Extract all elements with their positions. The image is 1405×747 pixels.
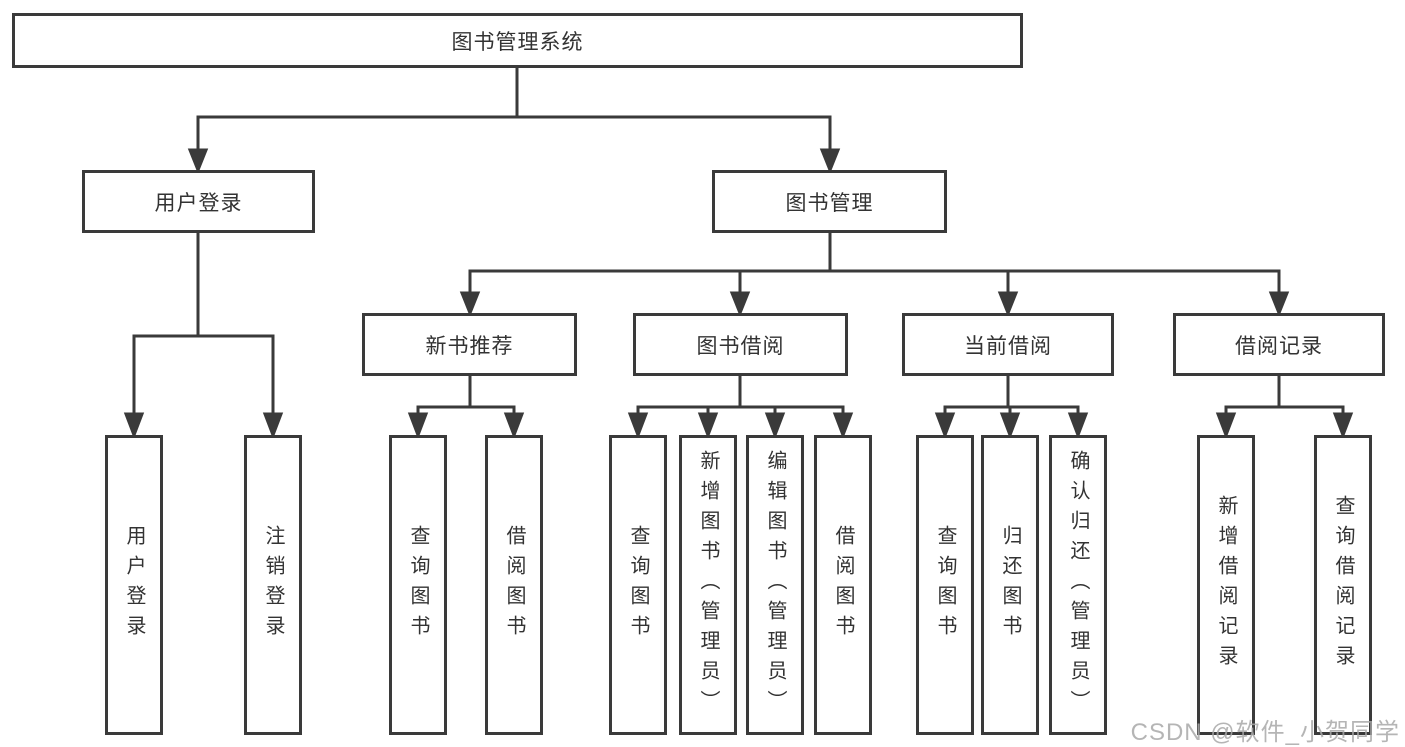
arrowhead bbox=[187, 148, 209, 175]
leaf-borrow-books-recommend: 借阅图书 bbox=[485, 435, 543, 735]
leaf-edit-book-admin: 编辑图书（管理员） bbox=[746, 435, 804, 735]
connector-user-login-to-leaves bbox=[123, 233, 284, 440]
node-current-borrowing: 当前借阅 bbox=[902, 313, 1114, 376]
node-book-management: 图书管理 bbox=[712, 170, 947, 233]
node-new-book-recommend: 新书推荐 bbox=[362, 313, 577, 376]
connector-new-book-recommend-to-leaves bbox=[407, 376, 525, 440]
leaf-add-borrow-record: 新增借阅记录 bbox=[1197, 435, 1255, 735]
leaf-query-books-borrowing: 查询图书 bbox=[609, 435, 667, 735]
connector-current-borrowing-to-leaves bbox=[934, 376, 1089, 440]
node-user-login: 用户登录 bbox=[82, 170, 315, 233]
leaf-user-login: 用户登录 bbox=[105, 435, 163, 735]
arrowhead bbox=[697, 412, 719, 440]
arrowhead bbox=[729, 291, 751, 318]
csdn-watermark: CSDN @软件_小贺同学 bbox=[1130, 719, 1400, 746]
leaf-borrow-books: 借阅图书 bbox=[814, 435, 872, 735]
arrowhead bbox=[123, 412, 145, 440]
node-book-borrowing: 图书借阅 bbox=[633, 313, 848, 376]
leaf-query-borrow-record: 查询借阅记录 bbox=[1314, 435, 1372, 735]
connector-borrowing-records-to-leaves bbox=[1215, 376, 1354, 440]
arrowhead bbox=[819, 148, 841, 175]
node-borrowing-records: 借阅记录 bbox=[1173, 313, 1385, 376]
arrowhead bbox=[764, 412, 786, 440]
arrowhead bbox=[999, 412, 1021, 440]
leaf-add-book-admin: 新增图书（管理员） bbox=[679, 435, 737, 735]
connector-book-borrowing-to-leaves bbox=[627, 376, 854, 440]
arrowhead bbox=[934, 412, 956, 440]
leaf-return-books: 归还图书 bbox=[981, 435, 1039, 735]
arrowhead bbox=[459, 291, 481, 318]
arrowhead bbox=[997, 291, 1019, 318]
arrowhead bbox=[1332, 412, 1354, 440]
leaf-logout: 注销登录 bbox=[244, 435, 302, 735]
arrowhead bbox=[262, 412, 284, 440]
arrowhead bbox=[1268, 291, 1290, 318]
connector-book-management-to-level3 bbox=[459, 233, 1290, 318]
arrowhead bbox=[503, 412, 525, 440]
arrowhead bbox=[1215, 412, 1237, 440]
arrowhead bbox=[1067, 412, 1089, 440]
arrowhead bbox=[832, 412, 854, 440]
leaf-confirm-return-admin: 确认归还（管理员） bbox=[1049, 435, 1107, 735]
leaf-query-books-recommend: 查询图书 bbox=[389, 435, 447, 735]
arrowhead bbox=[407, 412, 429, 440]
leaf-query-books-current: 查询图书 bbox=[916, 435, 974, 735]
arrowhead bbox=[627, 412, 649, 440]
connector-root-to-level2 bbox=[187, 68, 841, 175]
node-library-management-system: 图书管理系统 bbox=[12, 13, 1023, 68]
